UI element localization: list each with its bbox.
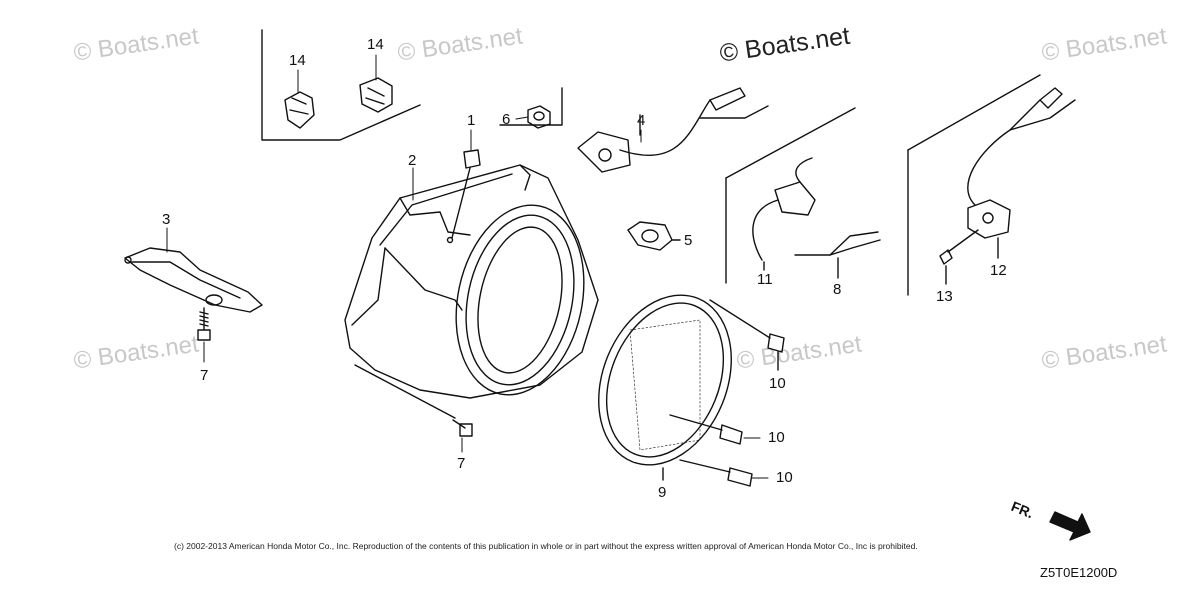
callout-4: 4: [637, 112, 646, 129]
front-direction-arrow-icon: [1049, 511, 1091, 541]
callout-14: 14: [367, 36, 384, 53]
clip-part-14-left: [284, 91, 315, 129]
group-bracket-11-8: [725, 107, 856, 284]
bolt-part-10-bottom: [679, 459, 753, 487]
callout-13: 13: [936, 288, 953, 305]
callout-7: 7: [200, 367, 209, 384]
callout-10: 10: [769, 375, 786, 392]
callout-5: 5: [684, 232, 693, 249]
callout-10: 10: [776, 469, 793, 486]
sensor-part-4: [577, 87, 769, 173]
group-bracket-6: [499, 87, 563, 126]
fan-grille-part-9: [598, 294, 732, 481]
fan-shroud-part-2: [344, 164, 599, 419]
wire-harness-part-8: [794, 231, 881, 279]
nut-part-6: [527, 105, 551, 129]
screw-part-13: [939, 229, 979, 285]
callout-6: 6: [502, 111, 511, 128]
screw-part-7-left: [197, 307, 211, 341]
bolt-part-10-top: [709, 299, 785, 371]
clamp-part-5: [627, 221, 681, 251]
group-bracket-12-13: [907, 74, 1041, 296]
callout-1: 1: [467, 112, 476, 129]
bolt-part-10-middle: [669, 414, 743, 445]
screw-part-7-bottom: [452, 419, 473, 437]
callout-14: 14: [289, 52, 306, 69]
callout-9: 9: [658, 484, 667, 501]
callout-10: 10: [768, 429, 785, 446]
callout-8: 8: [833, 281, 842, 298]
callout-11: 11: [757, 271, 773, 288]
shroud-part-3: [124, 247, 263, 313]
callout-12: 12: [990, 262, 1007, 279]
group-bracket-14: [261, 29, 421, 141]
switch-part-12: [967, 87, 1076, 259]
clip-part-14-right: [359, 77, 393, 113]
callout-7: 7: [457, 455, 466, 472]
grommet-part-1: [451, 149, 481, 239]
diagram-code: Z5T0E1200D: [1040, 565, 1118, 580]
switch-part-11: [752, 157, 816, 271]
callout-2: 2: [408, 152, 417, 169]
leader-lines: [166, 54, 769, 479]
callout-3: 3: [162, 211, 171, 228]
copyright-notice: (c) 2002-2013 American Honda Motor Co., …: [174, 541, 918, 551]
